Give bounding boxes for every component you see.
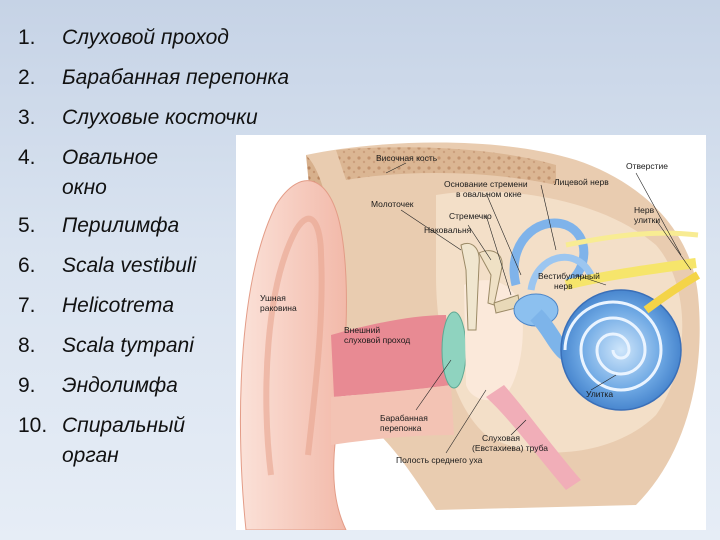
label-eardrum-1: Барабанная	[380, 413, 428, 423]
term-item: 9. Эндолимфа	[18, 366, 289, 406]
term-label: Эндолимфа	[62, 374, 178, 397]
label-oval-window: в овальном окне	[456, 189, 522, 199]
term-number: 9.	[18, 374, 36, 397]
label-ext-canal-1: Внешний	[344, 325, 380, 335]
malleus	[460, 242, 480, 331]
term-item: 5. Перилимфа	[18, 206, 289, 246]
term-number: 2.	[18, 66, 36, 89]
auricle-fold	[263, 215, 325, 476]
label-eardrum-2: перепонка	[380, 423, 422, 433]
label-stapes-base: Основание стремени	[444, 179, 528, 189]
term-item: 4. Овальное окно	[18, 138, 289, 206]
term-number: 10.	[18, 414, 48, 437]
label-vestibular-nerve-1: Вестибулярный	[538, 271, 600, 281]
term-item: 1. Слуховой проход	[18, 18, 289, 58]
cochlea	[560, 289, 682, 411]
label-tube-1: Слуховая	[482, 433, 520, 443]
term-number: 3.	[18, 106, 36, 129]
cochlear-nerve	[643, 271, 701, 314]
label-cochlea: Улитка	[586, 389, 613, 399]
label-incus: Наковальня	[424, 225, 472, 235]
term-label: Барабанная перепонка	[62, 66, 290, 89]
term-label: Спиральный орган	[62, 414, 186, 467]
term-number: 6.	[18, 254, 36, 277]
term-label: Scala vestibuli	[62, 254, 197, 277]
external-auditory-canal	[331, 315, 451, 397]
ear-anatomy-diagram: Височная кость Основание стремени в овал…	[236, 135, 706, 530]
leader-lines	[385, 162, 692, 454]
term-number: 1.	[18, 26, 36, 49]
term-list: 1. Слуховой проход 2. Барабанная перепонка…	[18, 18, 289, 474]
label-cochlear-nerve-1: Нерв	[634, 205, 655, 215]
label-ext-canal-2: слуховой проход	[344, 335, 410, 345]
upper-bone-layer	[336, 147, 556, 185]
term-item: 3. Слуховые косточки	[18, 98, 289, 138]
term-item: 6. Scala vestibuli	[18, 246, 289, 286]
term-label: Слуховой проход	[62, 26, 229, 49]
vestibular-nerve	[564, 258, 697, 290]
term-item: 10. Спиральный орган	[18, 406, 289, 474]
label-facial-nerve: Лицевой нерв	[554, 177, 609, 187]
cochlea-spiral	[563, 300, 663, 392]
term-number: 7.	[18, 294, 36, 317]
term-label: Слуховые косточки	[62, 106, 258, 129]
term-label: Helicotrema	[62, 294, 175, 317]
label-opening: Отверстие	[626, 161, 668, 171]
label-stapes: Стремечко	[449, 211, 492, 221]
eardrum	[441, 311, 467, 389]
term-label: Scala tympani	[62, 334, 194, 357]
label-cochlear-nerve-2: улитки	[634, 215, 660, 225]
label-auricle-1: Ушная	[260, 293, 286, 303]
term-number: 8.	[18, 334, 36, 357]
label-middle-ear-cavity: Полость среднего уха	[396, 455, 483, 465]
label-temporal-bone: Височная кость	[376, 153, 438, 163]
label-tube-2: (Евстахиева) труба	[472, 443, 548, 453]
eustachian-tube	[486, 385, 581, 490]
label-auricle-2: раковина	[260, 303, 297, 313]
term-item: 8. Scala tympani	[18, 326, 289, 366]
term-number: 5.	[18, 214, 36, 237]
facial-nerve	[565, 230, 699, 248]
label-vestibular-nerve-2: нерв	[554, 281, 573, 291]
semicircular-canal-2	[527, 253, 595, 291]
term-label: Овальное окно	[62, 146, 159, 199]
term-item: 2. Барабанная перепонка	[18, 58, 289, 98]
term-number: 4.	[18, 146, 36, 169]
label-malleus: Молоточек	[371, 199, 414, 209]
term-item: 7. Helicotrema	[18, 286, 289, 326]
term-label: Перилимфа	[62, 214, 180, 237]
